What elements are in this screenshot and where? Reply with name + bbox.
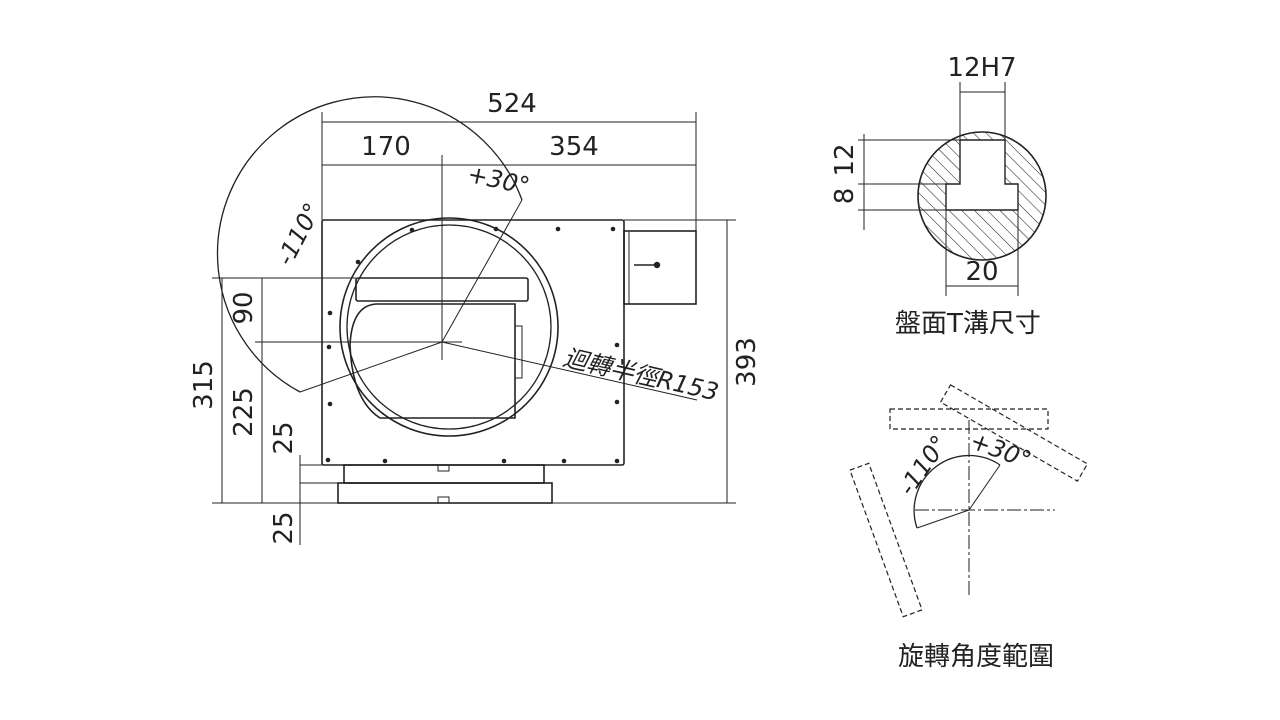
dim-12h7: 12H7: [947, 53, 1016, 83]
dim-170: 170: [361, 132, 411, 162]
radius-leader: [441, 341, 698, 401]
angle-plus-30: +30°: [465, 160, 532, 200]
dim-524: 524: [487, 89, 537, 119]
rotation-arc: [913, 454, 1001, 529]
dim-225: 225: [229, 387, 259, 437]
dim-315: 315: [189, 360, 219, 410]
rotation-caption: 旋轉角度範圍: [898, 642, 1054, 672]
dim-t-12: 12: [830, 143, 860, 176]
radius-label: 迴轉半徑R153: [561, 344, 722, 407]
swing-arc: [216, 96, 523, 393]
dim-90: 90: [229, 291, 259, 324]
motor-box: [623, 230, 697, 305]
dim-t-20: 20: [965, 257, 998, 287]
rot-angle-plus-30: +30°: [967, 427, 1035, 475]
main-view: 524 170 354 393 315 225 90 25 25 +30° -1…: [189, 89, 762, 545]
dim-25-lower: 25: [269, 511, 299, 544]
rotation-circle-inner: [346, 224, 552, 430]
dim-393: 393: [732, 337, 762, 387]
rotation-range-detail: -110° +30° 旋轉角度範圍: [849, 384, 1089, 672]
angle-minus-110: -110°: [271, 198, 327, 270]
rotation-circle-outer: [339, 217, 559, 437]
base-upper: [343, 464, 545, 484]
dim-t-8: 8: [830, 188, 860, 205]
t-slot-detail: 12H7 12 8 20 盤面T溝尺寸: [830, 53, 1047, 339]
body-bolts: [325, 226, 620, 464]
base-lower: [337, 482, 553, 504]
rot-angle-minus-110: -110°: [893, 430, 954, 501]
motor-handle: [634, 261, 661, 269]
t-slot-caption: 盤面T溝尺寸: [895, 309, 1041, 339]
table-position-minus-110: [849, 462, 923, 618]
dim-354: 354: [549, 132, 599, 162]
table-body: [349, 303, 516, 419]
dim-25-upper: 25: [269, 421, 299, 454]
